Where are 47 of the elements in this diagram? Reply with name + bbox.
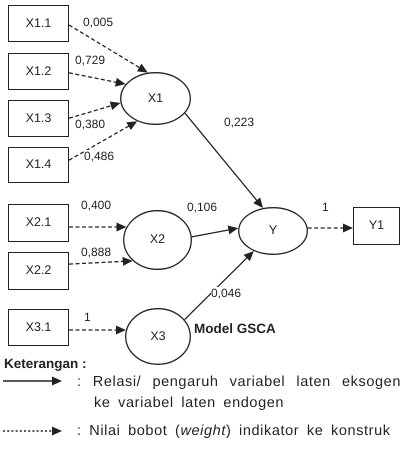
edge-label: 0,729: [75, 54, 106, 68]
construct-ellipse: [125, 308, 191, 365]
node-label: X1.4: [26, 158, 52, 172]
edge-label: 0,888: [81, 246, 112, 260]
dashed-arrow: [68, 121, 138, 161]
node-label: X2.2: [26, 264, 52, 278]
indicator-box: [353, 207, 400, 245]
dashed-arrow: [308, 224, 353, 232]
indicator-box: [8, 53, 69, 90]
node-label: X3.1: [26, 320, 52, 334]
legend-heading: Keterangan :: [4, 357, 87, 372]
node-label: X2.1: [26, 216, 52, 230]
indicator-box: [8, 5, 69, 42]
solid-arrow: [192, 226, 238, 238]
edge-label: 0,005: [83, 16, 114, 30]
construct-ellipse: [238, 207, 308, 255]
edge-label: 0,046: [211, 287, 242, 300]
indicator-box: [8, 309, 69, 346]
edge-label: 0,486: [84, 150, 114, 164]
legend-text: : Nilai bobot (weight) indikator ke konstruk: [77, 422, 392, 441]
dashed-arrow: [69, 222, 126, 232]
indicator-box: [8, 252, 69, 290]
dashed-arrow: [69, 326, 126, 334]
caption: Model GSCA: [194, 322, 276, 337]
node-label: X1.2: [26, 64, 52, 78]
solid-arrow: [184, 251, 254, 320]
node-label: X1.1: [26, 16, 52, 30]
node-label: X2: [150, 233, 166, 247]
node-label: Y1: [368, 219, 384, 233]
construct-ellipse: [120, 72, 191, 125]
node-label: X1.3: [26, 112, 52, 126]
node-label: X3: [150, 330, 166, 344]
indicator-box: [8, 204, 69, 242]
node-label: X1: [148, 92, 164, 106]
indicator-box: [8, 147, 69, 183]
dashed-arrow: [68, 101, 120, 119]
dashed-arrow: [68, 256, 133, 266]
indicator-box: [8, 100, 69, 137]
dashed-arrow: [68, 24, 148, 73]
edge-label: 0,106: [187, 201, 218, 214]
legend-text: : Relasi/ pengaruh variabel laten eksogen ke variabel laten endogen: [77, 373, 401, 413]
edge-label: 0,380: [75, 118, 106, 132]
edge-label: 0,400: [81, 199, 112, 212]
dashed-arrow: [68, 72, 126, 87]
edge-label: 0,223: [224, 116, 254, 130]
node-label: Y: [268, 224, 278, 238]
solid-arrow: [184, 112, 263, 208]
